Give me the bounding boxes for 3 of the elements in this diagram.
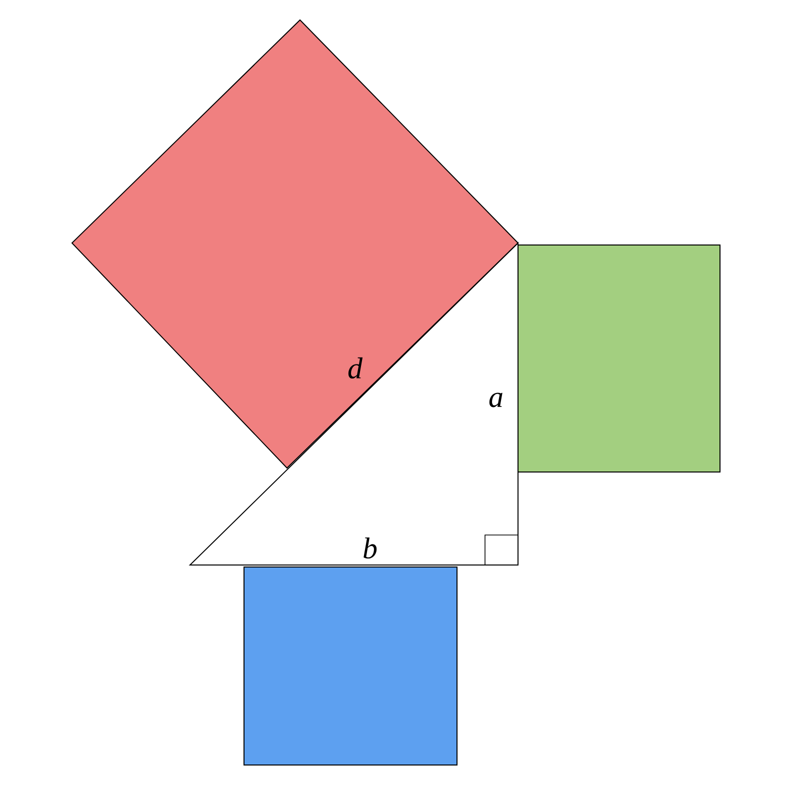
side-label: a — [489, 392, 502, 408]
side-label: b — [364, 537, 377, 559]
side-label: d — [348, 357, 363, 379]
